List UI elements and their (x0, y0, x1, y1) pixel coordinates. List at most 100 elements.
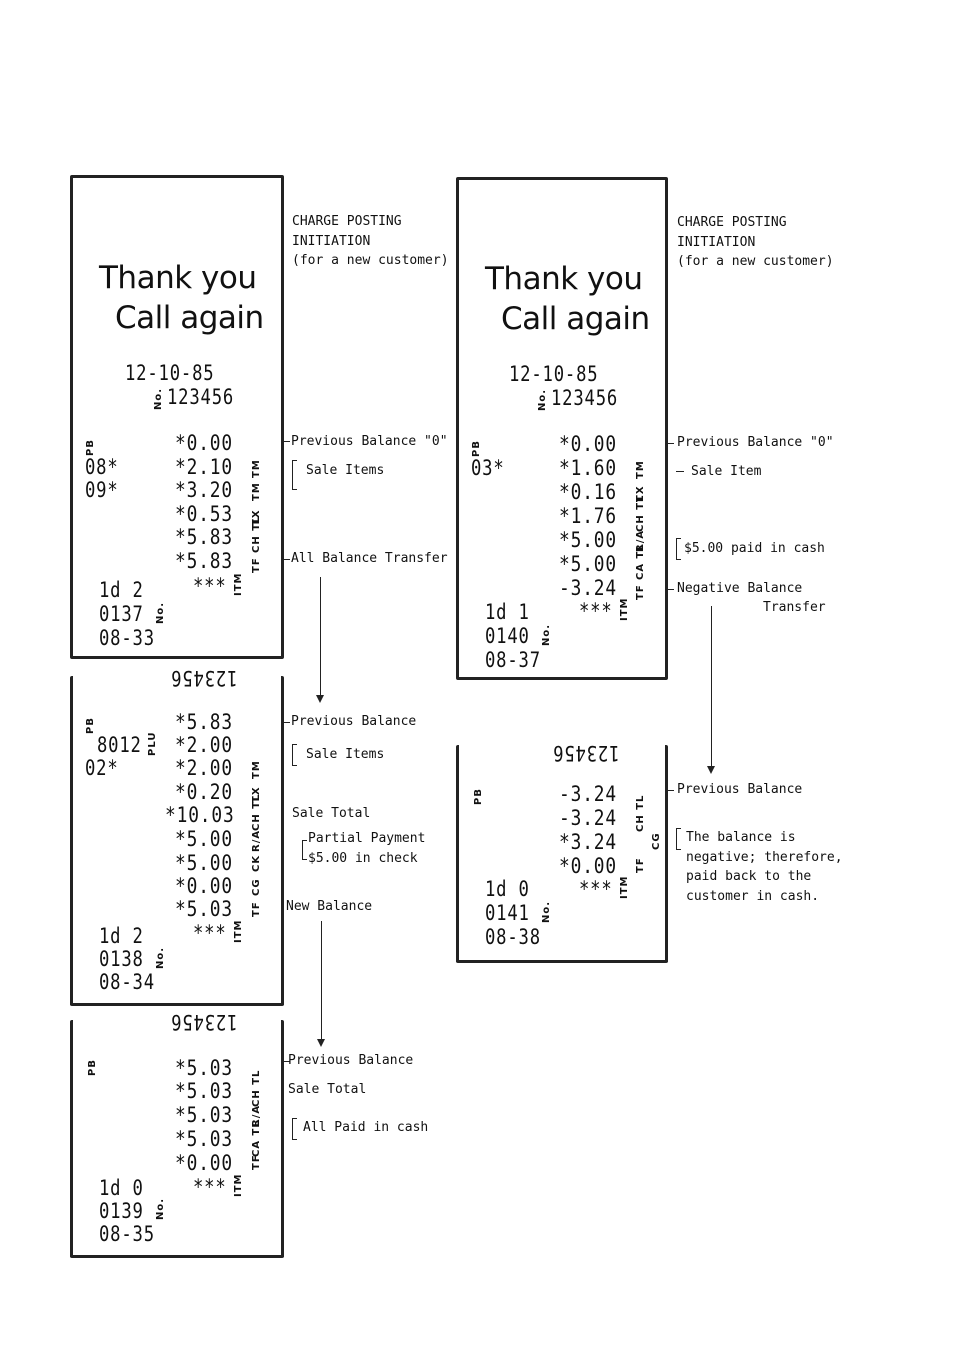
receipt-date: 12-10-85 (125, 361, 215, 385)
machine-no-symbol: No. (537, 388, 548, 411)
note-previous-balance: Previous Balance "0" (677, 435, 834, 450)
receipt-amount: *2.10 (175, 455, 233, 479)
flow-arrow-head (316, 695, 324, 703)
row-code: 8012 (97, 733, 142, 757)
row-symbol: TF (635, 857, 646, 873)
bracket (676, 828, 681, 850)
note-partial-payment: Partial Payment (308, 831, 426, 846)
itm-symbol: ITM (233, 1173, 244, 1198)
counter-number: 0137 (99, 602, 144, 626)
note-line: The balance is (686, 830, 796, 845)
count-line: 1d 2 (99, 578, 144, 602)
receipt-amount: *5.00 (559, 528, 617, 552)
note-negative-balance-transfer: Transfer (763, 600, 826, 615)
clerk-line: 08-33 (99, 626, 155, 650)
receipt-amount: *5.83 (175, 525, 233, 549)
pointer-tick (668, 443, 674, 444)
receipt-amount: *3.20 (175, 478, 233, 502)
pointer-tick (668, 589, 674, 590)
receipt-amount: *1.60 (559, 456, 617, 480)
receipt-amount: *5.00 (175, 851, 233, 875)
receipt-amount: *1.76 (559, 504, 617, 528)
receipt-amount: *5.03 (175, 1127, 233, 1151)
machine-number: 123456 (167, 385, 235, 409)
note-sale-total: Sale Total (292, 806, 371, 821)
annotation-header-line: CHARGE POSTING (677, 215, 787, 230)
bracket (676, 538, 681, 560)
count-line: 1d 2 (99, 924, 144, 948)
receipt-date: 12-10-85 (509, 362, 599, 386)
flow-arrow-head (707, 766, 715, 774)
receipt-amount: *3.24 (559, 830, 617, 854)
note-previous-balance: Previous Balance (288, 1053, 414, 1068)
stars: *** (193, 574, 227, 598)
note-negative-explanation: The balance is negative; therefore, paid… (686, 828, 843, 906)
row-symbol: PLU (147, 731, 158, 756)
counter-no-symbol: No. (541, 623, 552, 646)
receipt-amount: *5.83 (175, 549, 233, 573)
annotation-header-line: INITIATION (292, 233, 371, 249)
row-symbol: CK (251, 854, 262, 872)
row-symbol: CG (651, 832, 662, 850)
receipt-amount: *10.03 (165, 803, 235, 827)
receipt-left-2: 123456 PB *5.83 8012 *2.00 PLU 02* *2.00… (70, 666, 284, 1006)
pointer-tick (284, 722, 290, 723)
stars: *** (579, 877, 613, 901)
counter-no-symbol: No. (541, 900, 552, 923)
counter-number: 0138 (99, 947, 144, 971)
note-sale-total: Sale Total (288, 1082, 367, 1097)
annotation-header-line: INITIATION (677, 234, 756, 250)
row-symbol: TF (635, 584, 646, 600)
note-all-paid-cash: All Paid in cash (303, 1120, 429, 1135)
call-again-text: Call again (501, 301, 650, 337)
itm-symbol: ITM (619, 875, 630, 900)
itm-symbol: ITM (233, 572, 244, 597)
receipt-amount: *5.00 (559, 552, 617, 576)
receipt-amount: *0.16 (559, 480, 617, 504)
stars: *** (193, 921, 227, 945)
bracket (302, 840, 307, 860)
row-symbol: CH TL (251, 1069, 262, 1107)
receipt-amount: *0.00 (559, 432, 617, 456)
note-previous-balance: Previous Balance (291, 714, 417, 729)
call-again-text: Call again (115, 300, 264, 336)
itm-symbol: ITM (233, 919, 244, 944)
receipt-amount: -3.24 (559, 806, 617, 830)
annotation-header: CHARGE POSTING INITIATION (for a new cus… (677, 213, 834, 272)
receipt-left-3: 123456 PB *5.03 *5.03 CH TL *5.03 R/A *5… (70, 1010, 284, 1258)
receipt-header-number: 123456 (170, 1010, 238, 1034)
row-symbol: CH TL (251, 515, 262, 553)
note-sale-item: Sale Item (691, 464, 762, 479)
pb-label: PB (471, 440, 482, 457)
note-paid-cash: $5.00 paid in cash (684, 541, 825, 556)
note-previous-balance: Previous Balance (677, 782, 803, 797)
row-symbol: TF (251, 1154, 262, 1170)
row-symbol: TM (251, 459, 262, 478)
count-line: 1d 0 (99, 1176, 144, 1200)
bracket (292, 744, 297, 766)
pointer-tick (284, 441, 290, 442)
counter-number: 0141 (485, 901, 530, 925)
stars: *** (193, 1175, 227, 1199)
counter-no-symbol: No. (155, 1197, 166, 1220)
bracket (292, 460, 297, 490)
note-sale-items: Sale Items (306, 747, 385, 762)
receipt-amount: *5.03 (175, 1056, 233, 1080)
pointer-tick (676, 471, 684, 472)
row-symbol: CA TL (635, 543, 646, 580)
itm-symbol: ITM (619, 597, 630, 622)
receipt-amount: *5.03 (175, 897, 233, 921)
row-code: 08* (85, 455, 119, 479)
flow-arrow-line (321, 921, 322, 1039)
receipt-amount: *2.00 (175, 733, 233, 757)
note-all-balance-transfer: All Balance Transfer (291, 551, 448, 566)
pointer-tick (668, 790, 674, 791)
row-symbol: TF (251, 901, 262, 917)
receipt-header-number: 123456 (170, 666, 238, 690)
clerk-line: 08-34 (99, 970, 155, 994)
receipt-amount: *0.00 (559, 854, 617, 878)
row-code: 02* (85, 756, 119, 780)
bracket (292, 1118, 297, 1140)
row-code: 09* (85, 478, 119, 502)
receipt-amount: -3.24 (559, 782, 617, 806)
